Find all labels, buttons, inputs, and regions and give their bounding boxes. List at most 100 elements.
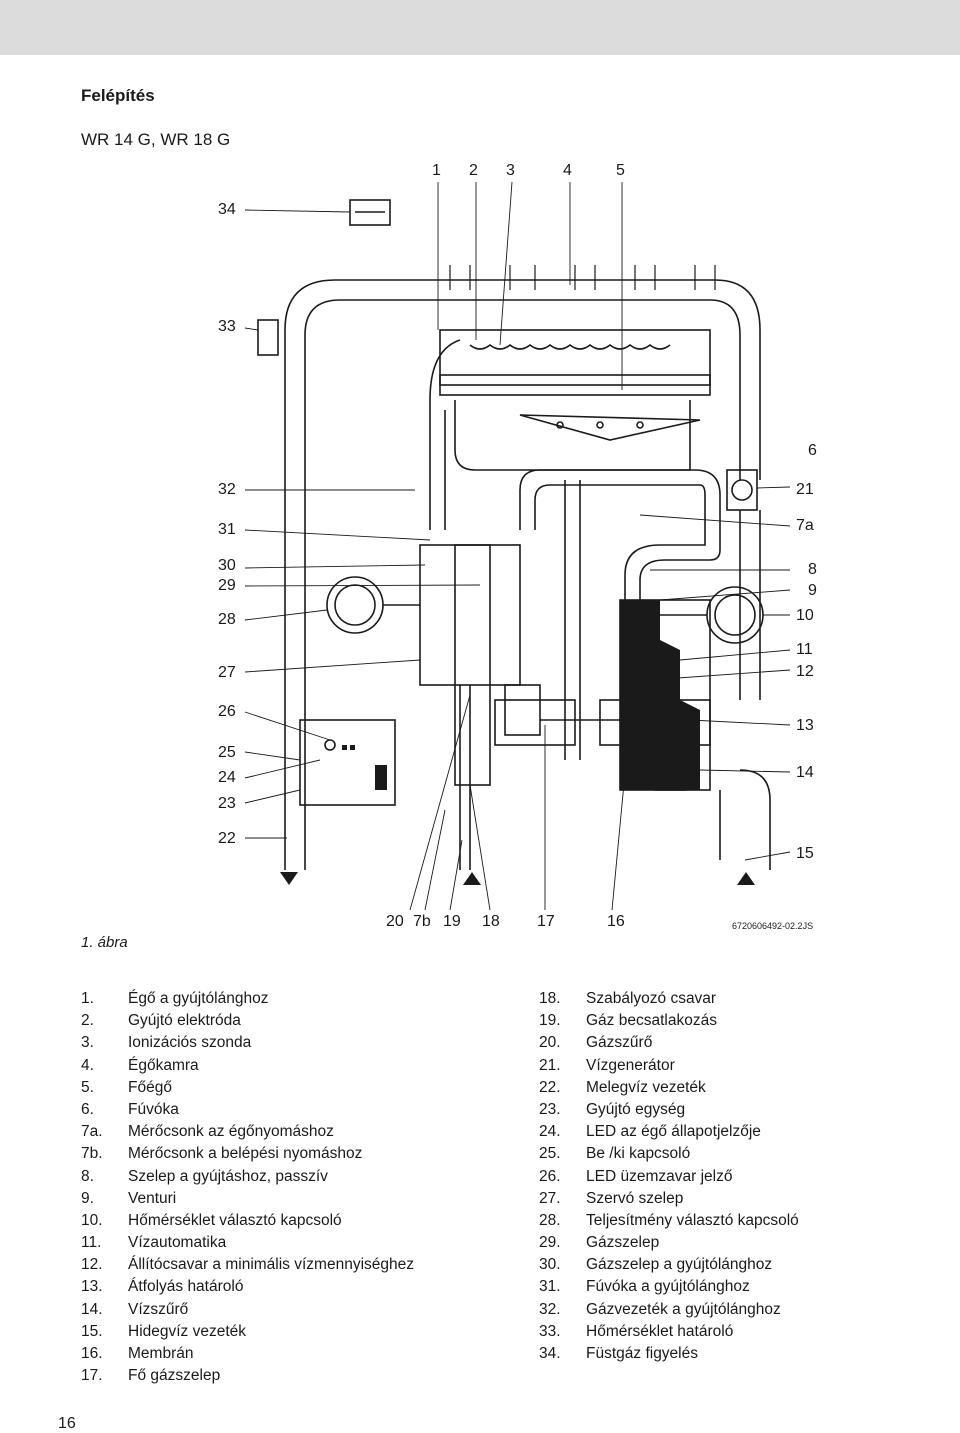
legend-item: 5.Főégő bbox=[81, 1077, 414, 1099]
label-3: 3 bbox=[506, 162, 515, 179]
legend-item-number: 26. bbox=[539, 1167, 561, 1185]
legend-item: 7b.Mérőcsonk a belépési nyomáshoz bbox=[81, 1143, 414, 1165]
legend-item-text: Szervó szelep bbox=[586, 1189, 684, 1207]
legend-item-text: Vízszűrő bbox=[128, 1300, 189, 1318]
legend-item-text: Füstgáz figyelés bbox=[586, 1345, 698, 1362]
ignition-unit-box bbox=[299, 719, 396, 806]
legend-item-text: Hőmérséklet választó kapcsoló bbox=[128, 1211, 342, 1229]
legend-item: 20.Gázszűrő bbox=[539, 1032, 799, 1054]
legend-item-number: 3. bbox=[81, 1034, 94, 1052]
legend-item: 23.Gyújtó egység bbox=[539, 1099, 799, 1121]
legend-item-number: 2. bbox=[81, 1012, 94, 1030]
legend-item-text: Fúvóka bbox=[128, 1100, 179, 1118]
legend-item-number: 12. bbox=[81, 1256, 103, 1274]
legend-item-text: Gázszűrő bbox=[586, 1034, 653, 1052]
label-14: 14 bbox=[796, 764, 814, 781]
legend-item-text: Hőmérséklet határoló bbox=[586, 1322, 734, 1340]
label-34: 34 bbox=[218, 201, 236, 218]
label-29: 29 bbox=[218, 577, 236, 594]
legend-item-number: 11. bbox=[81, 1234, 102, 1252]
legend-item: 10. Hőmérséklet választó kapcsoló bbox=[81, 1210, 414, 1232]
legend-item-number: 33. bbox=[539, 1322, 561, 1340]
legend-item-text: Venturi bbox=[128, 1189, 177, 1207]
legend-item-number: 32. bbox=[539, 1300, 561, 1318]
legend-item: 26.LED üzemzavar jelző bbox=[539, 1166, 799, 1188]
legend-item-number: 21. bbox=[539, 1056, 561, 1074]
legend-item-text: Égőkamra bbox=[128, 1056, 199, 1074]
legend-item-text: Fő gázszelep bbox=[128, 1367, 221, 1385]
legend-item-text: Gázvezeték a gyújtólánghoz bbox=[586, 1300, 781, 1318]
label-23: 23 bbox=[218, 795, 236, 812]
label-1: 1 bbox=[432, 162, 441, 179]
legend-item-text: Gázszelep bbox=[586, 1234, 660, 1252]
legend-item-text: LED az égő állapotjelzője bbox=[586, 1123, 761, 1141]
legend-item: 24.LED az égő állapotjelzője bbox=[539, 1121, 799, 1143]
page-number: 16 bbox=[58, 1415, 76, 1432]
legend-item: 33. Hőmérséklet határoló bbox=[539, 1321, 799, 1343]
legend-item-text: Hidegvíz vezeték bbox=[128, 1322, 247, 1340]
legend-item-number: 7a. bbox=[81, 1123, 103, 1141]
legend-item: 1. Égő a gyújtólánghoz bbox=[81, 988, 414, 1010]
label-11: 11 bbox=[796, 641, 813, 658]
label-12: 12 bbox=[796, 663, 814, 680]
top-gray-bar bbox=[0, 0, 960, 55]
boiler-diagram bbox=[244, 181, 791, 911]
legend-item-text: Ionizációs szonda bbox=[128, 1034, 252, 1052]
cold-water-inflow-arrow bbox=[737, 872, 755, 885]
legend-item-number: 6. bbox=[81, 1100, 94, 1118]
legend-item-number: 27. bbox=[539, 1189, 561, 1207]
legend-item: 2. Gyújtó elektróda bbox=[81, 1010, 414, 1032]
legend-item-text: Égő a gyújtólánghoz bbox=[128, 990, 269, 1007]
legend-item: 18.Szabályozó csavar bbox=[539, 988, 799, 1010]
outer-pipe-left bbox=[284, 279, 761, 870]
label-20: 20 bbox=[386, 913, 404, 930]
legend-item: 29. Gázszelep bbox=[539, 1232, 799, 1254]
label-33: 33 bbox=[218, 318, 236, 335]
legend-item: 16.Membrán bbox=[81, 1343, 414, 1365]
legend-item-text: Teljesítmény választó kapcsoló bbox=[586, 1211, 799, 1229]
legend-item-text: Mérőcsonk az égőnyomáshoz bbox=[128, 1123, 334, 1141]
legend-item: 28.Teljesítmény választó kapcsoló bbox=[539, 1210, 799, 1232]
legend-item-number: 29. bbox=[539, 1234, 561, 1252]
label-30: 30 bbox=[218, 557, 236, 574]
legend-item: 12.Állítócsavar a minimális vízmennyiség… bbox=[81, 1254, 414, 1276]
legend-item-text: Gáz becsatlakozás bbox=[586, 1012, 717, 1030]
legend-item-number: 10. bbox=[81, 1211, 103, 1229]
label-6: 6 bbox=[808, 442, 817, 459]
legend-item: 30. Gázszelep a gyújtólánghoz bbox=[539, 1254, 799, 1276]
legend-item: 7a. Mérőcsonk az égőnyomáshoz bbox=[81, 1121, 414, 1143]
legend-item-number: 4. bbox=[81, 1056, 94, 1074]
legend-item-text: Gázszelep a gyújtólánghoz bbox=[586, 1256, 773, 1274]
legend-item: 27. Szervó szelep bbox=[539, 1188, 799, 1210]
label-31: 31 bbox=[218, 521, 236, 538]
legend-item-number: 31. bbox=[539, 1278, 561, 1296]
legend-item-number: 34. bbox=[539, 1345, 561, 1362]
legend-item-number: 19. bbox=[539, 1012, 561, 1030]
legend-item-number: 1. bbox=[81, 990, 94, 1007]
legend-item-text: Gyújtó egység bbox=[586, 1100, 686, 1118]
legend-item: 31.Fúvóka a gyújtólánghoz bbox=[539, 1276, 799, 1298]
label-24: 24 bbox=[218, 769, 236, 786]
legend-item-text: Mérőcsonk a belépési nyomáshoz bbox=[128, 1145, 363, 1163]
label-13: 13 bbox=[796, 717, 814, 734]
label-7a: 7a bbox=[796, 517, 814, 534]
legend-item-number: 30. bbox=[539, 1256, 561, 1274]
legend-item-text: Főégő bbox=[128, 1078, 172, 1096]
label-25: 25 bbox=[218, 744, 236, 761]
legend-item: 3. Ionizációs szonda bbox=[81, 1032, 414, 1054]
legend-left: 1. Égő a gyújtólánghoz 2. Gyújtó elektróda 3… bbox=[81, 988, 414, 1387]
label-21: 21 bbox=[796, 481, 814, 498]
legend-item: 13.Átfolyás határoló bbox=[81, 1276, 414, 1298]
model-subtitle: WR 14 G, WR 18 G bbox=[81, 130, 231, 149]
figure-caption: 1. ábra bbox=[81, 934, 128, 951]
legend-item-text: Gyújtó elektróda bbox=[128, 1012, 241, 1030]
label-19: 19 bbox=[443, 913, 461, 930]
label-32: 32 bbox=[218, 481, 236, 498]
label-4: 4 bbox=[563, 162, 572, 179]
legend-item-number: 13. bbox=[81, 1278, 103, 1296]
legend-item-number: 25. bbox=[539, 1145, 561, 1163]
legend-item: 34. Füstgáz figyelés bbox=[539, 1343, 799, 1365]
legend-item: 22.Melegvíz vezeték bbox=[539, 1077, 799, 1099]
legend-item-text: Vízgenerátor bbox=[586, 1056, 675, 1074]
legend-item-number: 17. bbox=[81, 1367, 103, 1385]
